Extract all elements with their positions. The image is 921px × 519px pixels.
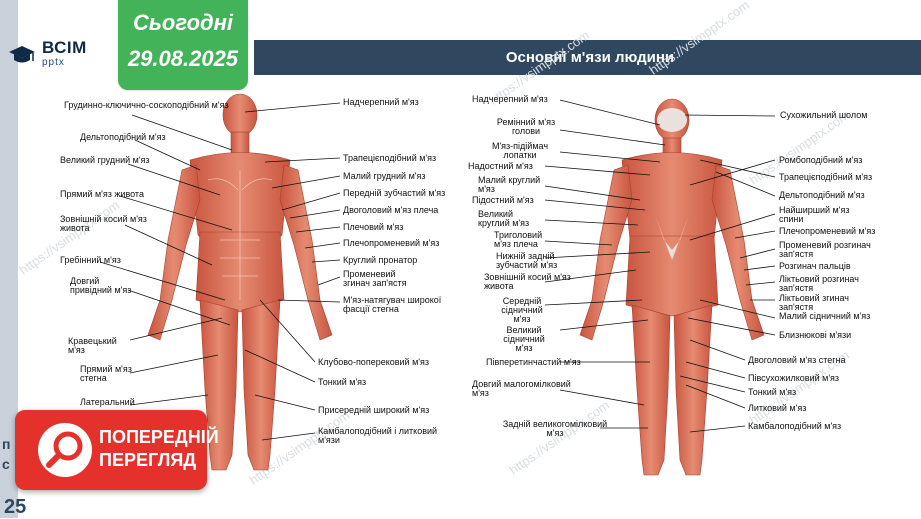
brand-name: ВСІМ pptx	[42, 38, 87, 68]
label-back-deltoid: Дельтоподібний м'яз	[779, 190, 865, 200]
left-sidebar	[0, 0, 18, 518]
label-front-trapezius: Трапецієподібний м'яз	[343, 153, 437, 163]
slide-title: Основні м'язи людини	[505, 49, 675, 66]
label-back-rhomboid: Ромбоподібний м'яз	[779, 155, 863, 165]
back-leader-lines	[544, 99, 776, 433]
label-front-adductor-longus: Довгий привідний м'яз	[70, 276, 132, 295]
preview-button-line1: ПОПЕРЕДНІЙ	[99, 427, 219, 447]
front-leader-lines	[99, 102, 341, 441]
label-back-gracilis: Тонкий м'яз	[748, 387, 797, 397]
label-back-trapezius: Трапецієподібний м'яз	[779, 172, 873, 182]
label-front-iliopsoas: Клубово-поперековий м'яз	[318, 357, 429, 367]
label-front-gracilis: Тонкий м'яз	[318, 377, 367, 387]
label-back-galea-aponeurotica: Сухожильний шолом	[780, 110, 868, 120]
label-front-epicranius: Надчерепний м'яз	[343, 97, 419, 107]
label-front-deltoid: Дельтоподібний м'яз	[80, 132, 166, 142]
label-back-supraspinatus: Надостний м'яз	[468, 161, 533, 171]
label-back-gemelli: Близнюкові м'язи	[779, 330, 852, 340]
brand-logo[interactable]: ВСІМ pptx	[8, 38, 87, 70]
label-back-extensor-carpi-radialis: Променевий розгинач зап'ястя	[779, 240, 871, 259]
label-front-brachioradialis: Плечопроменевий м'яз	[343, 238, 440, 248]
label-back-peroneus-longus: Довгий малогомілковий м'яз	[472, 379, 571, 398]
label-front-sartorius: Кравецький м'яз	[68, 336, 117, 355]
label-front-brachialis: Плечовий м'яз	[343, 222, 404, 232]
date-badge-date: 29.08.2025	[127, 46, 239, 71]
magnifier-icon	[38, 423, 92, 477]
label-back-triceps: Триголовий м'яз плеча	[494, 230, 543, 249]
label-back-latissimus-dorsi: Найширший м'яз спини	[779, 205, 850, 224]
front-body-details	[207, 170, 273, 300]
back-body-details	[655, 108, 689, 260]
label-back-flexor-carpi-ulnaris: Ліктьовий згинач зап'ястя	[779, 293, 850, 312]
date-badge-label: Сьогодні	[132, 10, 234, 35]
label-front-biceps-brachii: Двоголовий м'яз плеча	[343, 205, 439, 215]
label-back-extensor-carpi-ulnaris: Ліктьовий розгинач зап'ястя	[779, 274, 859, 293]
label-back-semitendinosus: Півсухожилковий м'яз	[748, 373, 840, 383]
label-front-lateral: Латеральний	[80, 397, 135, 407]
label-front-pronator-teres: Круглий пронатор	[343, 255, 418, 265]
label-back-soleus: Камбалоподібний м'яз	[748, 421, 842, 431]
label-back-infraspinatus: Підостний м'яз	[472, 195, 534, 205]
label-front-pectoralis-major: Великий грудний м'яз	[60, 155, 150, 165]
title-bar	[254, 40, 921, 75]
label-front-soleus-gastrocnemius: Камбалоподібний і литковий м'язи	[318, 426, 438, 445]
preview-button[interactable]: ПОПЕРЕДНІЙ ПЕРЕГЛЯД	[15, 410, 219, 490]
label-back-gastrocnemius: Литковий м'яз	[748, 403, 807, 413]
label-back-teres-major: Великий круглий м'яз	[478, 209, 530, 228]
label-back-gluteus-medius: Середній сідничний м'яз	[501, 296, 543, 324]
label-back-tibialis-posterior: Задній великогомілковий м'яз	[502, 419, 608, 438]
label-back-external-oblique: Зовнішній косий м'яз живота	[484, 272, 571, 291]
label-back-gluteus-minimus: Малий сідничний м'яз	[779, 311, 871, 321]
label-front-flexor-carpi-radialis: Променевий згинач зап'ястя	[343, 269, 407, 288]
brand-sub: pptx	[42, 57, 65, 68]
slide-side-text: п	[2, 436, 11, 452]
label-back-gluteus-maximus: Великий сідничний м'яз	[503, 325, 545, 353]
back-body-figure	[579, 98, 765, 476]
label-front-rectus-femoris: Прямий м'яз стегна	[80, 364, 132, 383]
label-back-levator-scapulae: М'яз-підіймач лопатки	[491, 141, 549, 160]
label-front-serratus-anterior: Передній зубчастий м'яз	[343, 188, 446, 198]
slide-side-text: с	[2, 456, 10, 472]
label-back-biceps-femoris: Двоголовий м'яз стегна	[748, 355, 846, 365]
label-back-extensor-digitorum: Розгинач пальців	[779, 261, 851, 271]
label-back-teres-minor: Малий круглий м'яз	[478, 175, 541, 194]
label-front-tensor-fasciae-latae: М'яз-натягувач широкої фасції стегна	[343, 295, 442, 314]
label-back-splenius-capitis: Ремінний м'яз голови	[496, 117, 556, 136]
label-front-rectus-abdominis: Прямий м'яз живота	[60, 189, 144, 199]
date-badge: Сьогодні 29.08.2025	[118, 0, 248, 90]
label-back-serratus-posterior-inferior: Нижній задній зубчастий м'яз	[496, 251, 558, 270]
preview-button-label: ПОПЕРЕДНІЙ ПЕРЕГЛЯД	[99, 426, 219, 472]
label-front-sternocleidomastoid: Грудинно-ключично-соскоподібний м'яз	[64, 100, 229, 110]
label-front-vastus-medialis: Присередній широкий м'яз	[318, 405, 430, 415]
slide-number: 25	[4, 496, 27, 518]
label-back-brachioradialis: Плечопроменевий м'яз	[779, 226, 876, 236]
label-front-pectineus: Гребінний м'яз	[60, 255, 121, 265]
graduation-cap-icon	[9, 46, 35, 63]
preview-button-line2: ПЕРЕГЛЯД	[99, 450, 197, 470]
label-back-epicranius: Надчерепний м'яз	[472, 94, 548, 104]
label-front-external-oblique: Зовнішній косий м'яз живота	[60, 214, 147, 233]
label-back-semimembranosus: Півперетинчастий м'яз	[486, 357, 581, 367]
label-front-pectoralis-minor: Малий грудний м'яз	[343, 171, 426, 181]
